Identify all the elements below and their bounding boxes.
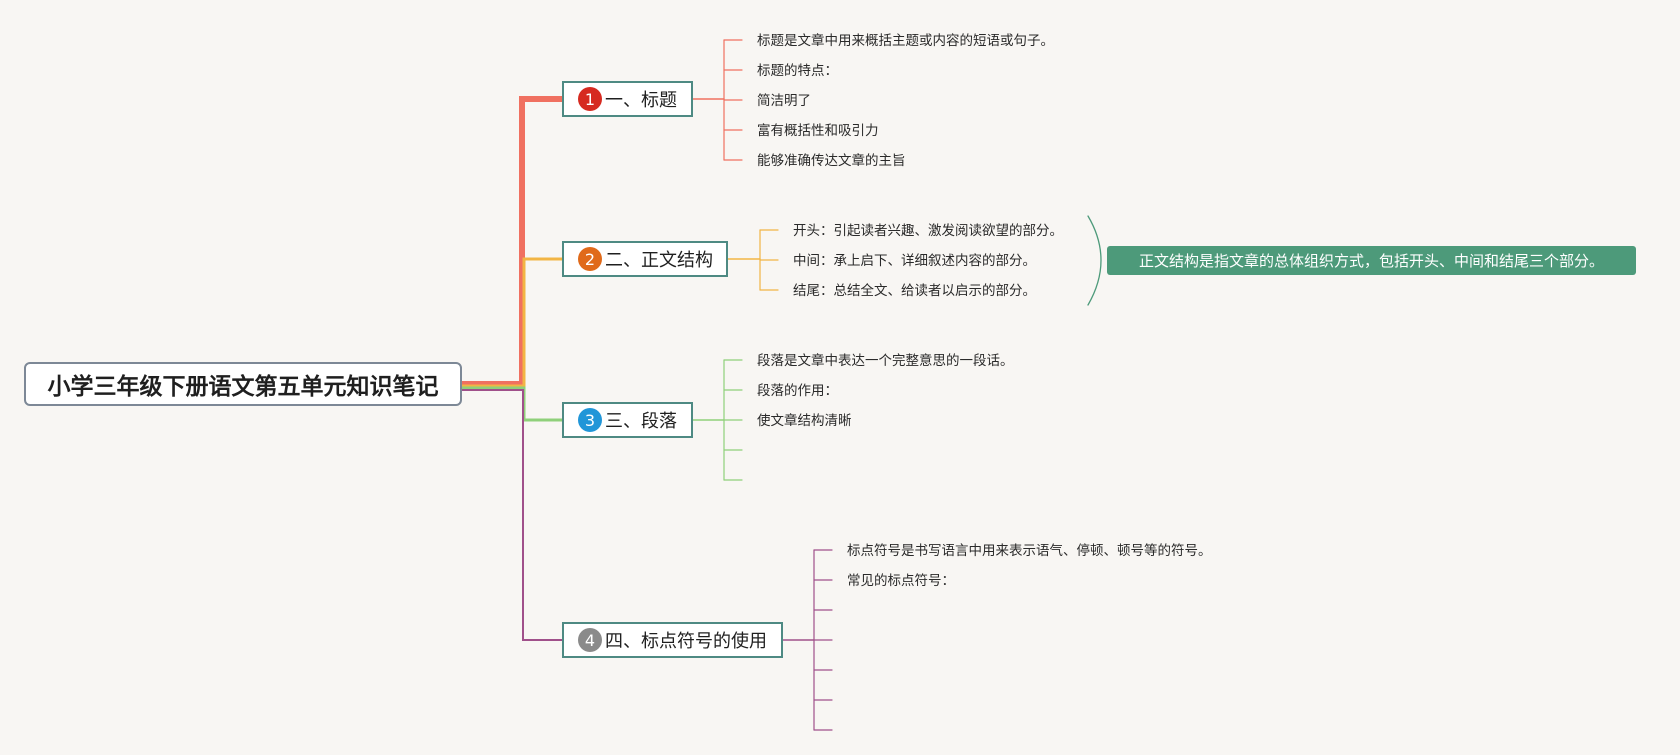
badge-1: 1 xyxy=(578,87,602,111)
leaf-1-3[interactable]: 简洁明了 xyxy=(757,93,811,109)
topic-punctuation[interactable]: 4 四、标点符号的使用 xyxy=(562,622,783,658)
leaf-3-1[interactable]: 段落是文章中表达一个完整意思的一段话。 xyxy=(757,353,1014,369)
branch-topic-1 xyxy=(459,96,565,387)
leaf-1-4[interactable]: 富有概括性和吸引力 xyxy=(757,123,879,139)
branch-topic-3 xyxy=(460,386,564,422)
summary-node[interactable]: 正文结构是指文章的总体组织方式，包括开头、中间和结尾三个部分。 xyxy=(1107,246,1636,275)
summary-text: 正文结构是指文章的总体组织方式，包括开头、中间和结尾三个部分。 xyxy=(1138,252,1604,270)
topic-body-structure-label: 二、正文结构 xyxy=(605,250,713,271)
leaf-1-2[interactable]: 标题的特点： xyxy=(757,63,838,79)
summary-bracket xyxy=(1087,215,1102,306)
topic-title-label: 一、标题 xyxy=(605,90,677,111)
leaf-3-2[interactable]: 段落的作用： xyxy=(757,383,838,399)
leaf-4-2[interactable]: 常见的标点符号： xyxy=(847,573,955,589)
root-title: 小学三年级下册语文第五单元知识笔记 xyxy=(47,374,439,400)
branch-topic-2 xyxy=(460,257,564,388)
leaf-1-1[interactable]: 标题是文章中用来概括主题或内容的短语或句子。 xyxy=(757,33,1054,49)
topic-body-structure[interactable]: 2 二、正文结构 xyxy=(562,241,728,277)
badge-2: 2 xyxy=(578,247,602,271)
leaf-3-3[interactable]: 使文章结构清晰 xyxy=(757,413,852,429)
topic-paragraph-label: 三、段落 xyxy=(605,411,677,432)
root-node[interactable]: 小学三年级下册语文第五单元知识笔记 xyxy=(24,362,462,406)
leaf-4-1[interactable]: 标点符号是书写语言中用来表示语气、停顿、顿号等的符号。 xyxy=(847,543,1212,559)
badge-3: 3 xyxy=(578,408,602,432)
leaf-2-3[interactable]: 结尾：总结全文、给读者以启示的部分。 xyxy=(793,283,1036,299)
leaf-2-1[interactable]: 开头：引起读者兴趣、激发阅读欲望的部分。 xyxy=(793,223,1063,239)
topic-paragraph[interactable]: 3 三、段落 xyxy=(562,402,693,438)
badge-4: 4 xyxy=(578,628,602,652)
topic-punctuation-label: 四、标点符号的使用 xyxy=(605,631,767,652)
leaf-1-5[interactable]: 能够准确传达文章的主旨 xyxy=(757,153,906,169)
topic-title[interactable]: 1 一、标题 xyxy=(562,81,693,117)
branch-topic-4 xyxy=(461,389,563,641)
leaf-2-2[interactable]: 中间：承上启下、详细叙述内容的部分。 xyxy=(793,253,1036,269)
